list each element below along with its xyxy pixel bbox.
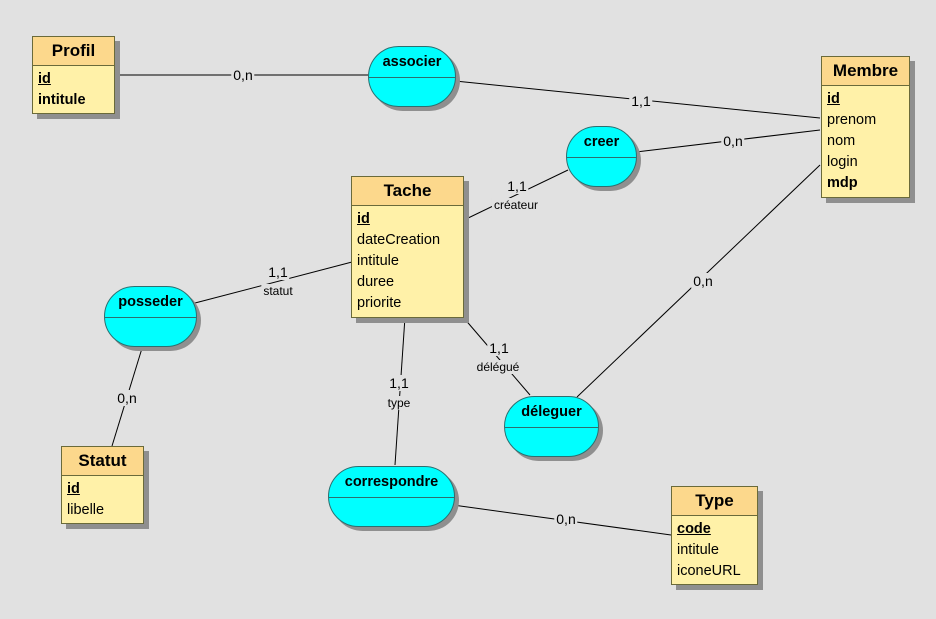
attribute: nom	[827, 133, 856, 149]
attribute: libelle	[67, 502, 105, 518]
association-correspondre[interactable]: correspondre	[328, 466, 455, 527]
entity-attributes: code intitule iconeURL	[672, 516, 757, 586]
link-tache-correspondre	[394, 316, 406, 466]
attribute: prenom	[827, 112, 877, 128]
entity-tache[interactable]: Tache id dateCreation intitule duree pri…	[351, 176, 464, 318]
attribute: mdp	[827, 175, 858, 191]
attribute-key: id	[827, 91, 840, 107]
entity-attributes: id intitule	[33, 66, 114, 115]
link-tache-posseder	[194, 261, 353, 304]
link-tache-creer	[463, 169, 569, 221]
association-associer[interactable]: associer	[368, 46, 456, 107]
entity-name: Statut	[62, 447, 143, 476]
entity-membre[interactable]: Membre id prenom nom login mdp	[821, 56, 910, 198]
role-tache-deleguer: délégué	[474, 360, 522, 374]
entity-profil[interactable]: Profil id intitule	[32, 36, 115, 114]
card-profil-associer: 0,n	[231, 67, 255, 83]
entity-name: Type	[672, 487, 757, 516]
link-tache-deleguer	[462, 316, 531, 396]
role-tache-creer: créateur	[491, 198, 541, 212]
card-tache-deleguer: 1,1	[487, 340, 511, 356]
entity-type[interactable]: Type code intitule iconeURL	[671, 486, 758, 585]
entity-name: Profil	[33, 37, 114, 66]
card-deleguer-membre: 0,n	[691, 273, 715, 289]
attribute-key: id	[357, 211, 370, 227]
association-name: posseder	[105, 287, 196, 318]
card-tache-creer: 1,1	[505, 178, 529, 194]
attribute: priorite	[357, 295, 402, 311]
entity-statut[interactable]: Statut id libelle	[61, 446, 144, 524]
card-creer-membre: 0,n	[721, 133, 745, 149]
association-deleguer[interactable]: déleguer	[504, 396, 599, 457]
attribute-key: id	[67, 481, 80, 497]
association-name: creer	[567, 127, 636, 158]
attribute: intitule	[38, 92, 86, 108]
attribute: dateCreation	[357, 232, 441, 248]
attribute: intitule	[677, 542, 719, 558]
entity-attributes: id libelle	[62, 476, 143, 525]
card-tache-correspondre: 1,1	[387, 375, 411, 391]
attribute: iconeURL	[677, 563, 741, 579]
role-tache-posseder: statut	[261, 284, 295, 298]
attribute: login	[827, 154, 858, 170]
entity-attributes: id prenom nom login mdp	[822, 86, 909, 198]
entity-name: Membre	[822, 57, 909, 86]
role-tache-correspondre: type	[385, 396, 413, 410]
attribute-key: id	[38, 71, 51, 87]
card-correspondre-type: 0,n	[554, 511, 578, 527]
attribute: intitule	[357, 253, 399, 269]
card-posseder-statut: 0,n	[115, 390, 139, 406]
card-tache-posseder: 1,1	[266, 264, 290, 280]
association-posseder[interactable]: posseder	[104, 286, 197, 347]
attribute: duree	[357, 274, 395, 290]
association-creer[interactable]: creer	[566, 126, 637, 187]
association-name: correspondre	[329, 467, 454, 498]
association-name: associer	[369, 47, 455, 78]
association-name: déleguer	[505, 397, 598, 428]
attribute-key: code	[677, 521, 711, 537]
entity-attributes: id dateCreation intitule duree priorite	[352, 206, 463, 318]
entity-name: Tache	[352, 177, 463, 206]
card-associer-membre: 1,1	[629, 93, 653, 109]
